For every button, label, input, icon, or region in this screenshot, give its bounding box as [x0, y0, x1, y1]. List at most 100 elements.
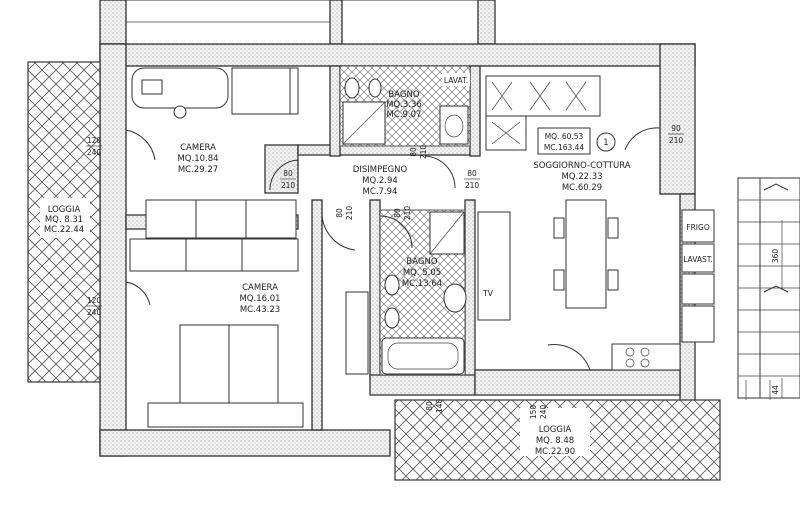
unit-number: 1	[603, 138, 608, 148]
wall-camera-right	[311, 199, 323, 431]
bagno-lower-area: MQ. 5.05	[403, 268, 441, 278]
kitchen-cabinet	[681, 305, 715, 343]
door-loggia-lower	[547, 344, 591, 371]
wall-bottom-left	[99, 429, 391, 457]
disimpegno-name: DISIMPEGNO	[353, 165, 408, 175]
unit-label-box	[537, 127, 591, 155]
loggia-left-name: LOGGIA	[48, 205, 81, 215]
right-door-height: 210	[465, 181, 480, 190]
hob-counter	[485, 75, 601, 117]
bathtub	[381, 337, 465, 375]
wall-left	[99, 43, 127, 457]
camera-small-area: MQ.10.84	[177, 154, 218, 164]
camera-small-name: CAMERA	[180, 143, 216, 153]
washbasin-upper	[439, 105, 469, 145]
loggia-top-door-width: 120	[87, 136, 102, 145]
toilet-lower	[384, 274, 400, 296]
toilet-upper	[344, 77, 360, 99]
unit-number-circle	[596, 132, 616, 152]
wardrobe-bottom	[129, 238, 299, 272]
bagno-upper-door-width: 80	[409, 147, 418, 157]
chair-2	[553, 269, 565, 291]
stair-width-label: 360	[771, 249, 780, 264]
kitchen-furniture	[477, 75, 715, 371]
camera-small-furniture	[131, 67, 299, 119]
door-camera-large	[321, 209, 356, 251]
disimpegno-volume: MC.7.94	[363, 187, 398, 197]
wall-depth-label: 44	[771, 385, 780, 395]
loggia-bottom: LOGGIA MQ. 8.48 MC.22.90	[394, 399, 721, 481]
camera-large-name: CAMERA	[242, 283, 278, 293]
door-soggiorno	[424, 155, 456, 189]
wall-chair	[345, 291, 369, 375]
right-door-width: 80	[467, 169, 477, 178]
loggia-bottom-volume: MC.22.90	[535, 447, 575, 457]
wall-bagno2-left	[369, 199, 381, 381]
frigo-label: FRIGO	[686, 223, 710, 232]
lavast-label: LAVAST.	[683, 255, 713, 264]
wall-dis-top	[297, 144, 477, 156]
lavat-label-bg	[442, 73, 470, 86]
camera-door-height: 210	[281, 181, 296, 190]
room-labels: CAMERA MQ.10.84 MC.29.27 CAMERA MQ.16.01…	[177, 76, 712, 315]
kitchen-sink	[681, 273, 715, 305]
loggia-left-area: MQ. 8.31	[45, 215, 83, 225]
tv-unit	[477, 211, 511, 321]
loggia-left-volume: MC.22.44	[44, 225, 84, 235]
loggia-bottom-label-bg	[520, 408, 590, 456]
wall-right-upper	[659, 43, 696, 195]
door-entry	[624, 127, 661, 151]
bagno-lower-fixtures	[381, 211, 467, 375]
camera-large-volume: MC.43.23	[240, 305, 280, 315]
bagno-upper-volume: MC.9.07	[387, 110, 422, 120]
soggiorno-area: MQ.22.33	[561, 172, 602, 182]
bed-small	[231, 67, 299, 115]
entry-door-width: 90	[671, 124, 681, 133]
dis-left-door-width: 80	[335, 208, 344, 218]
lavat-label: LAVAT.	[444, 76, 468, 85]
bagno-lower-name: BAGNO	[406, 257, 437, 267]
entry-door-height: 210	[669, 136, 684, 145]
bagno-lower-volume: MC.13.64	[402, 279, 442, 289]
dishwasher	[681, 243, 715, 273]
disimpegno-area: MQ.2.94	[362, 176, 398, 186]
soggiorno-name: SOGGIORNO-COTTURA	[533, 161, 630, 171]
loggia-left-label-bg	[40, 198, 90, 238]
wall-bagno-left	[329, 65, 341, 157]
upper-building-fragment	[99, 0, 496, 45]
computer-icon	[141, 79, 163, 95]
door-swings	[125, 127, 661, 371]
tv-label: TV	[482, 289, 494, 298]
washbasin-lower	[443, 283, 467, 313]
wall-bagno2-bottom	[369, 374, 476, 396]
camera-large-area: MQ.16.01	[239, 294, 280, 304]
door-loggia-bottom	[125, 281, 151, 306]
door-bagno-lower	[379, 215, 413, 249]
loggia-low-right-door-width: 150	[529, 405, 538, 420]
stairs	[737, 177, 800, 400]
chair-4	[607, 269, 619, 291]
loggia-bottom-area: MQ. 8.48	[536, 436, 574, 446]
wall-soggiorno-bottom	[474, 369, 681, 396]
bidet-upper	[368, 78, 382, 98]
loggia-low-left-door-height: 140	[435, 399, 444, 414]
wardrobe-top	[145, 199, 297, 239]
bagno-upper-name: BAGNO	[388, 90, 419, 100]
loggia-bottom-door-width: 120	[87, 296, 102, 305]
dimension-lines: 360 44	[771, 220, 783, 398]
sink-counter	[485, 115, 527, 151]
wardrobe-row	[129, 199, 299, 272]
wall-bagno2-right	[464, 199, 476, 381]
fridge	[681, 209, 715, 243]
camera-small-volume: MC.29.27	[178, 165, 218, 175]
desk-chair	[173, 105, 187, 119]
dresser	[147, 402, 304, 428]
bagno-upper-area: MQ.3.36	[386, 100, 422, 110]
loggia-bottom-name: LOGGIA	[539, 425, 572, 435]
bagno-lower-door-width: 80	[393, 208, 402, 218]
bagno-upper-door-height: 210	[419, 145, 428, 160]
unit-volume: MC.163.44	[544, 143, 585, 152]
bagno-upper-fixtures	[342, 73, 470, 145]
camera-large-furniture	[147, 291, 369, 428]
